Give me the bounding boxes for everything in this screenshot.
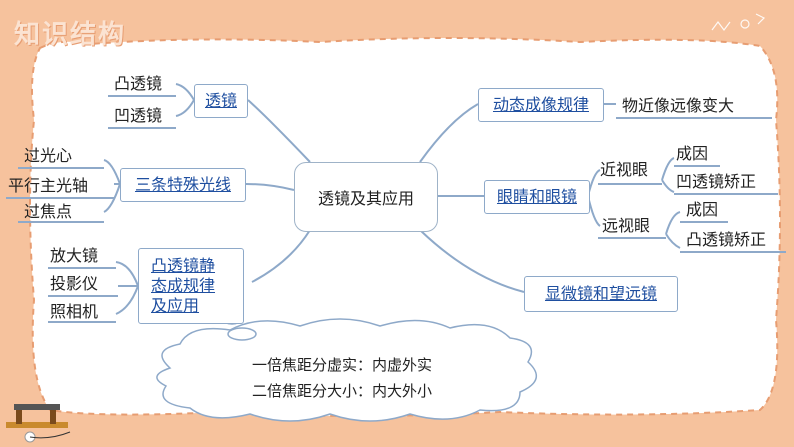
node-farsighted-correction: 凸透镜矫正 — [686, 230, 767, 249]
node-microscope-telescope[interactable]: 显微镜和望远镜 — [524, 276, 678, 312]
node-farsighted: 远视眼 — [602, 216, 651, 235]
node-special-rays[interactable]: 三条特殊光线 — [120, 168, 246, 202]
node-convex-static-line-2: 态成规律 — [151, 276, 216, 295]
node-dynamic-imaging[interactable]: 动态成像规律 — [478, 88, 604, 122]
page-title: 知识结构 — [14, 20, 127, 50]
apparatus-icon — [6, 404, 71, 443]
node-nearsighted: 近视眼 — [600, 160, 649, 179]
node-through-optical-center: 过光心 — [24, 146, 73, 165]
node-magnifier: 放大镜 — [50, 246, 99, 265]
node-parallel-to-axis: 平行主光轴 — [8, 176, 89, 195]
node-concave-lens: 凹透镜 — [114, 106, 163, 125]
node-convex-static-rules[interactable]: 凸透镜静 态成规律 及应用 — [138, 248, 244, 324]
node-dynamic-rule: 物近像远像变大 — [622, 96, 735, 115]
decorative-doodle — [711, 13, 766, 31]
node-farsighted-cause: 成因 — [686, 200, 719, 219]
node-projector: 投影仪 — [50, 274, 99, 293]
node-camera: 照相机 — [50, 302, 99, 321]
center-node: 透镜及其应用 — [294, 162, 438, 232]
node-nearsighted-cause: 成因 — [676, 144, 709, 163]
node-lens[interactable]: 透镜 — [194, 84, 248, 118]
node-through-focus: 过焦点 — [24, 202, 73, 221]
cloud-line-2: 二倍焦距分大小：内大外小 — [252, 382, 433, 400]
node-convex-static-line-3: 及应用 — [151, 296, 200, 315]
node-eyes-glasses[interactable]: 眼睛和眼镜 — [484, 180, 590, 214]
node-convex-lens: 凸透镜 — [114, 74, 163, 93]
node-convex-static-line-1: 凸透镜静 — [151, 256, 216, 275]
cloud-line-1: 一倍焦距分虚实：内虚外实 — [252, 356, 433, 374]
node-nearsighted-correction: 凹透镜矫正 — [676, 172, 757, 191]
connector-lines — [6, 83, 786, 323]
cloud-shape — [156, 315, 537, 422]
